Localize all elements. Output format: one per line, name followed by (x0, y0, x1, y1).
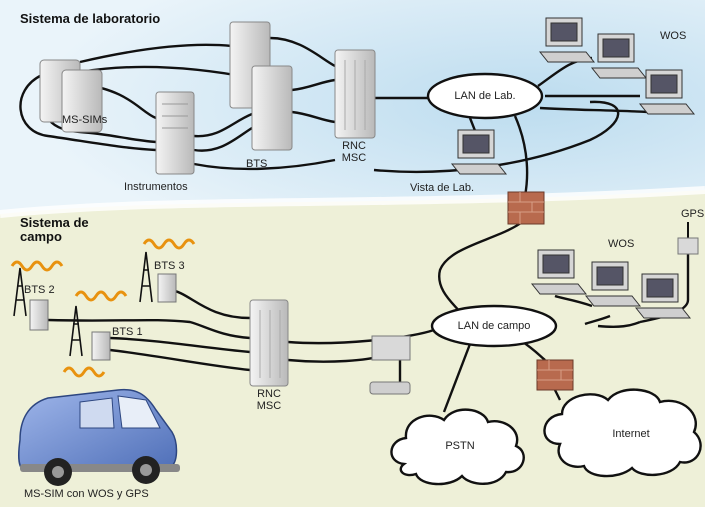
lab-rnc-msc-rack (334, 49, 376, 139)
field-rnc-msc-rack (249, 299, 289, 387)
field-van (18, 388, 180, 486)
field-background (0, 190, 705, 507)
lab-lan-label: LAN de Lab. (454, 90, 516, 102)
lab-wos-label: WOS (660, 30, 687, 42)
van-caption: MS-SIM con WOS y GPS (24, 488, 149, 500)
lab-section-title: Sistema de laboratorio (20, 11, 161, 26)
instruments-rack (155, 91, 195, 175)
field-lan-ellipse (430, 304, 558, 348)
bts3-label: BTS 3 (154, 260, 185, 272)
lab-bts-label: BTS (246, 158, 268, 170)
field-wos-computers (530, 249, 692, 319)
bts2-box (29, 299, 49, 331)
lab-lan-ellipse (426, 72, 544, 120)
pstn-label: PSTN (445, 440, 475, 452)
field-lan-label: LAN de campo (457, 320, 531, 332)
lab-view-label: Vista de Lab. (410, 182, 475, 194)
field-wos-label: WOS (608, 238, 635, 250)
gps-receiver (677, 222, 699, 255)
bts3-box (157, 273, 177, 303)
gps-label: GPS (681, 208, 705, 220)
field-router (369, 335, 411, 395)
lab-view-computer (450, 129, 508, 175)
ms-sims-label: MS-SIMs (62, 114, 108, 126)
field-rnc-label: RNC (257, 388, 281, 400)
lab-bts-rack (229, 21, 293, 151)
bts3-antenna-tower (139, 251, 153, 303)
lab-rnc-label: RNC (342, 140, 366, 152)
lab-wos-computers (538, 17, 696, 115)
field-section-title: Sistema de campo (20, 215, 89, 244)
bts1-antenna-tower (69, 305, 83, 357)
internet-cloud (543, 388, 702, 478)
lab-firewall (507, 191, 545, 225)
instruments-label: Instrumentos (124, 181, 188, 193)
bts1-label: BTS 1 (112, 326, 143, 338)
bts1-box (91, 331, 111, 361)
bts2-antenna-tower (13, 267, 27, 317)
field-msc-label: MSC (256, 400, 282, 412)
lab-msc-label: MSC (341, 152, 367, 164)
radio-waves (10, 238, 196, 378)
ms-sims-devices (39, 59, 103, 133)
bts2-label: BTS 2 (24, 284, 55, 296)
band-divider (0, 186, 705, 218)
internet-label: Internet (612, 428, 650, 440)
pstn-cloud (390, 408, 525, 486)
internet-firewall (536, 359, 574, 391)
